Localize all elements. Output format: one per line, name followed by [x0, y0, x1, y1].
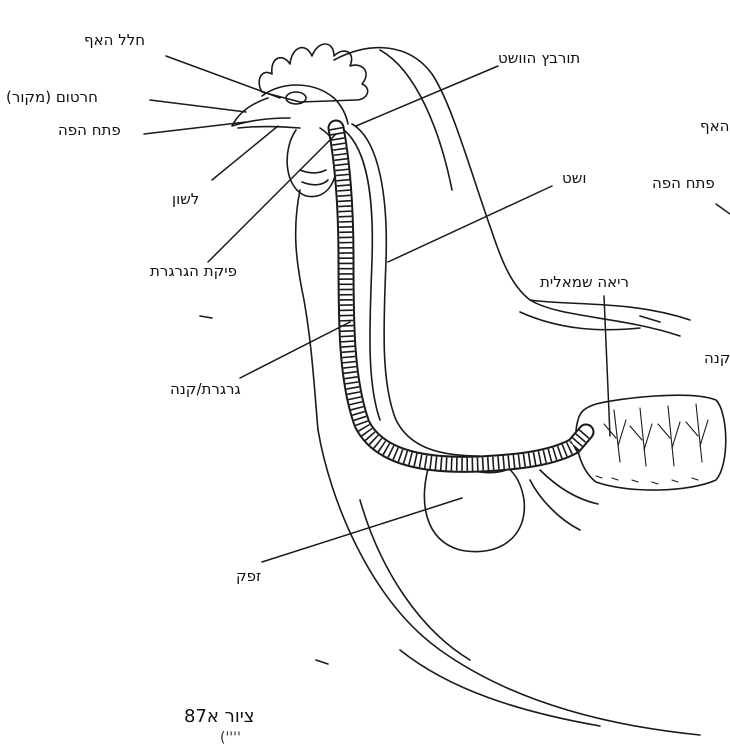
leader-esophagus-tuber — [356, 66, 498, 126]
lung-hatching — [596, 404, 708, 484]
label-esophagus-tuber: תורבץ הוושט — [498, 50, 580, 67]
left-lung — [576, 395, 726, 490]
leader-left-lung — [604, 296, 610, 436]
leader-trachea — [240, 322, 350, 378]
label-beak: חרטום (מקור) — [6, 89, 98, 106]
leader-glottis — [208, 134, 336, 262]
leader-edge — [716, 204, 730, 214]
label-edge-trachea: קנה — [704, 350, 730, 367]
label-edge-nasal-cavity: האף — [700, 118, 729, 135]
figure-caption-cutoff: ('''' — [220, 731, 241, 745]
leader-esophagus — [388, 186, 552, 262]
label-edge-mouth-opening: פתח הפה — [652, 175, 715, 192]
leader-tongue — [212, 126, 278, 180]
label-trachea: גרגרת/קנה — [170, 381, 241, 398]
label-nasal-cavity: חלל האף — [84, 32, 145, 49]
label-crop: זפק — [236, 568, 261, 585]
beak-lower — [238, 127, 300, 129]
label-esophagus: ושט — [562, 170, 586, 187]
neck-back-outline — [334, 48, 690, 320]
leader-nasal-cavity — [166, 56, 280, 98]
body-outline — [318, 430, 700, 735]
leader-beak — [150, 100, 246, 112]
label-mouth-opening: פתח הפה — [58, 122, 121, 139]
leader-mouth-opening — [144, 122, 246, 134]
eye — [286, 92, 306, 104]
trachea-tube — [336, 128, 586, 464]
label-glottis: פיקת הגרגרת — [150, 263, 237, 280]
neck-front-outline — [296, 190, 318, 430]
label-left-lung: ריאה שמאלית — [540, 274, 629, 291]
figure-caption: ציור א87 — [184, 707, 254, 727]
label-tongue: לשון — [172, 191, 199, 208]
